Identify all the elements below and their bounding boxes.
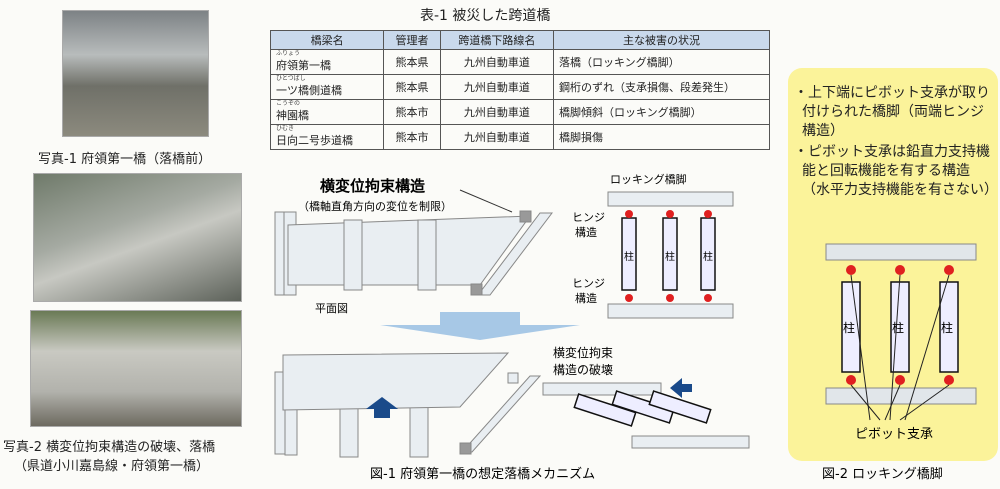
column-label: 柱 [665, 250, 675, 263]
bullet-2: ・ピボット支承は鉛直力支持機能と回転機能を有する構造（水平力支持機能を有さない） [794, 144, 998, 198]
hinge-label: ヒンジ [572, 277, 605, 290]
fig2-caption: 図-2 ロッキング橋脚 [822, 466, 943, 482]
table-row: こうぞの神園橋熊本市九州自動車道橋脚傾斜（ロッキング橋脚） [269, 99, 770, 125]
damage: 橋脚傾斜（ロッキング橋脚） [553, 99, 770, 125]
bullet-1: ・上下端にピボット支承が取り付けられた橋脚（両端ヒンジ構造） [794, 85, 990, 139]
route: 九州自動車道 [439, 74, 555, 100]
damaged-bridges-table: 橋梁名 管理者 跨道橋下路線名 主な被害の状況 ふりょう府領第一橋熊本県九州自動… [269, 30, 770, 150]
column-label: 柱 [843, 320, 855, 335]
ruby: ひとつばし [276, 75, 306, 82]
photo2-caption-line1: 写真-2 横変位拘束構造の破壊、落橋 [3, 440, 216, 455]
failure-label-2: 構造の破壊 [553, 362, 613, 377]
fig1-caption: 図-1 府領第一橋の想定落橋メカニズム [370, 466, 595, 482]
route: 九州自動車道 [439, 124, 555, 150]
column-label: 柱 [941, 320, 953, 335]
photo-collapsed-bridge [33, 173, 242, 302]
col-header: 橋梁名 [269, 30, 385, 50]
col-header: 管理者 [383, 30, 441, 50]
failure-label-1: 横変位拘束 [553, 345, 613, 360]
photo-bridge-before-collapse [62, 10, 209, 137]
route: 九州自動車道 [439, 99, 555, 125]
push-arrow-icon [670, 378, 692, 398]
rocking-label: ロッキング橋脚 [610, 172, 687, 186]
ruby: こうぞの [276, 100, 301, 107]
col-header: 跨道橋下路線名 [439, 30, 555, 50]
table-row: ふりょう府領第一橋熊本県九州自動車道落橋（ロッキング橋脚） [269, 49, 770, 75]
column-label: 柱 [892, 320, 904, 335]
manager: 熊本県 [383, 74, 441, 100]
photo2-caption-line2: （県道小川嘉島線・府領第一橋） [14, 459, 210, 474]
ruby: ひむき [276, 125, 295, 132]
bridge-name: 府領第一橋 [276, 59, 331, 72]
restraint-subtitle: （橋軸直角方向の変位を制限） [298, 199, 452, 213]
restraint-title: 横変位拘束構造 [320, 177, 425, 195]
photo1-caption: 写真-1 府領第一橋（落橋前） [38, 152, 212, 167]
pivot-label: ピボット支承 [855, 427, 933, 442]
route: 九州自動車道 [439, 49, 555, 75]
bridge-name: 一ツ橋側道橋 [276, 84, 342, 97]
fig1-collapsed-pier [542, 378, 750, 449]
table-header-row: 橋梁名 管理者 跨道橋下路線名 主な被害の状況 [269, 30, 770, 50]
column-label: 柱 [703, 250, 713, 263]
ruby: ふりょう [276, 50, 301, 57]
damage: 鋼桁のずれ（支承損傷、段差発生） [553, 74, 770, 100]
table-row: ひむき日向二号歩道橋 熊本市九州自動車道橋脚損傷 [269, 124, 770, 150]
hinge-label: 構造 [575, 225, 597, 239]
fig1-collapsed-view [274, 352, 542, 458]
fig2-rocking-pier [825, 243, 977, 421]
damage: 橋脚損傷 [553, 124, 770, 150]
column-label: 柱 [624, 250, 634, 263]
push-arrow-icon [366, 397, 398, 418]
down-arrow-icon [380, 312, 580, 340]
table-title: 表-1 被災した跨道橋 [420, 8, 551, 24]
bridge-name: 神園橋 [276, 109, 309, 122]
photo-restraint-failure [30, 310, 242, 427]
hinge-label: ヒンジ [572, 211, 605, 224]
hinge-label: 構造 [575, 291, 597, 305]
bridge-name: 日向二号歩道橋 [276, 134, 353, 147]
plan-label: 平面図 [315, 302, 348, 315]
manager: 熊本市 [383, 124, 441, 150]
fig1-plan-view [274, 210, 554, 296]
fig1-rocking-pier [607, 191, 734, 319]
pointer-line [459, 189, 513, 213]
